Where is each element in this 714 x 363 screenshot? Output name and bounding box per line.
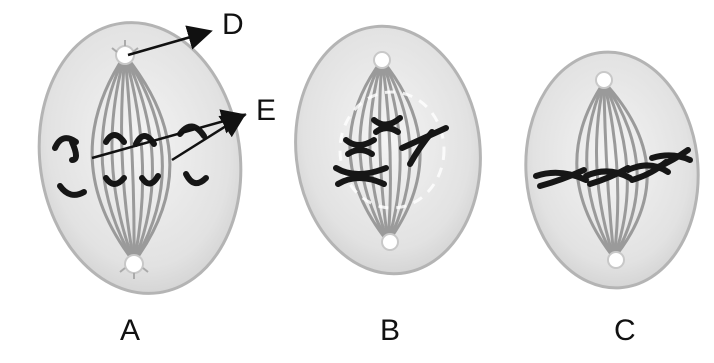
cell-c: [518, 46, 706, 293]
cell-c-centrosome-bottom: [608, 252, 624, 268]
cell-b-label: B: [380, 316, 400, 346]
cell-b: [284, 17, 493, 283]
pointer-label-d: D: [222, 10, 244, 40]
cell-b-centrosome-bottom: [382, 234, 398, 250]
cell-b-centrosome-top: [374, 52, 390, 68]
pointer-label-e: E: [256, 96, 276, 126]
cell-a: [22, 9, 258, 306]
cell-c-label: C: [614, 316, 636, 346]
cell-c-centrosome-top: [596, 72, 612, 88]
chromatid: [72, 142, 76, 160]
cell-a-label: A: [120, 316, 140, 346]
